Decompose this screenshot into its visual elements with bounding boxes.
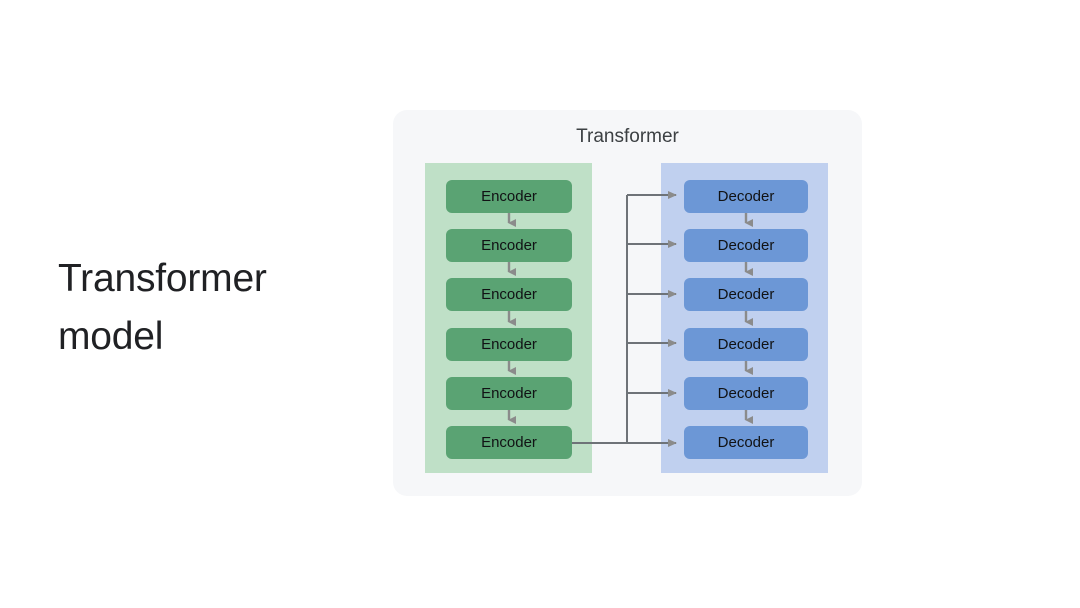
- decoder-node-4[interactable]: Decoder: [684, 328, 808, 361]
- decoder-node-1[interactable]: Decoder: [684, 180, 808, 213]
- decoder-node-5[interactable]: Decoder: [684, 377, 808, 410]
- decoder-stack-panel: [661, 163, 828, 473]
- encoder-node-4[interactable]: Encoder: [446, 328, 572, 361]
- diagram-heading: Transformer: [576, 126, 679, 147]
- page-title: Transformer model: [58, 257, 267, 358]
- transformer-diagram-card: Transformer Encoder Encoder Encoder Enco…: [393, 110, 862, 496]
- encoder-node-3[interactable]: Encoder: [446, 278, 572, 311]
- decoder-node-6[interactable]: Decoder: [684, 426, 808, 459]
- decoder-node-3[interactable]: Decoder: [684, 278, 808, 311]
- encoder-node-2[interactable]: Encoder: [446, 229, 572, 262]
- encoder-node-1[interactable]: Encoder: [446, 180, 572, 213]
- encoder-node-5[interactable]: Encoder: [446, 377, 572, 410]
- encoder-node-6[interactable]: Encoder: [446, 426, 572, 459]
- decoder-node-2[interactable]: Decoder: [684, 229, 808, 262]
